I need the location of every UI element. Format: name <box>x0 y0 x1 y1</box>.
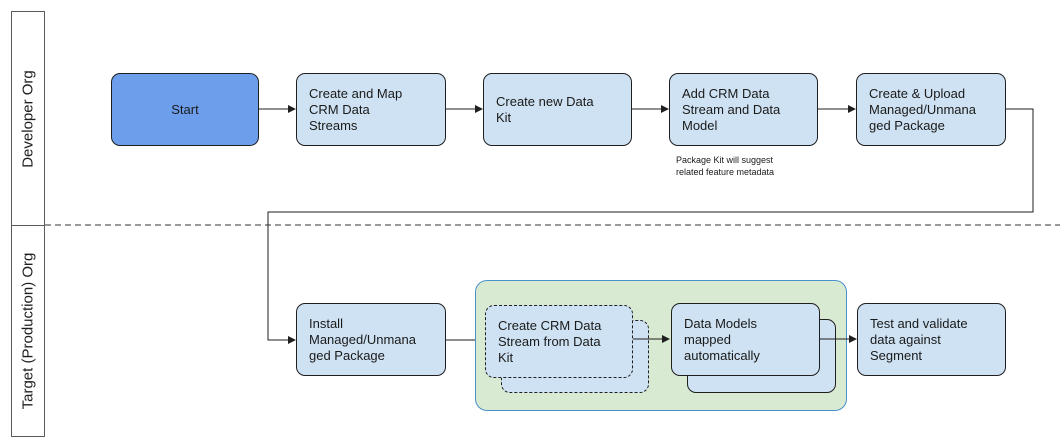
lane-target-org: Target (Production) Org <box>11 225 45 437</box>
upload-package-label: Create & Upload Managed/Unmana ged Packa… <box>869 85 976 133</box>
package-kit-note-text: Package Kit will suggest related feature… <box>676 155 775 177</box>
data-models-label: Data Models mapped automatically <box>684 315 760 363</box>
create-map-streams-label: Create and Map CRM Data Streams <box>309 85 403 133</box>
create-data-kit-label: Create new Data Kit <box>496 93 594 125</box>
upload-package-node: Create & Upload Managed/Unmana ged Packa… <box>856 73 1006 146</box>
create-stream-kit-label: Create CRM Data Stream from Data Kit <box>498 317 602 365</box>
start-node: Start <box>111 73 259 146</box>
install-package-label: Install Managed/Unmana ged Package <box>309 315 416 363</box>
add-stream-model-label: Add CRM Data Stream and Data Model <box>682 85 781 133</box>
add-stream-model-node: Add CRM Data Stream and Data Model <box>669 73 818 146</box>
test-validate-node: Test and validate data against Segment <box>857 303 1006 376</box>
start-label: Start <box>171 101 199 117</box>
install-package-node: Install Managed/Unmana ged Package <box>296 303 446 376</box>
test-validate-label: Test and validate data against Segment <box>870 315 968 363</box>
create-data-kit-node: Create new Data Kit <box>483 73 632 146</box>
lane-developer-org: Developer Org <box>11 11 45 226</box>
create-map-streams-node: Create and Map CRM Data Streams <box>296 73 446 146</box>
arrow-upload-to-install <box>267 108 1034 344</box>
data-models-node: Data Models mapped automatically <box>671 303 820 376</box>
package-kit-note: Package Kit will suggest related feature… <box>676 154 816 178</box>
create-stream-kit-node: Create CRM Data Stream from Data Kit <box>485 305 633 378</box>
